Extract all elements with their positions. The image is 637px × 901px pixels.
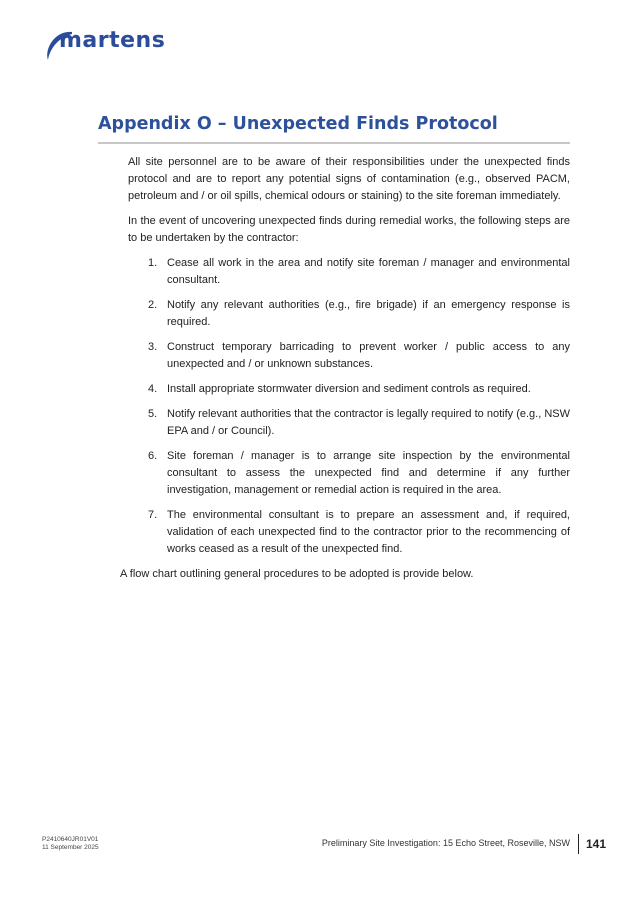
list-item: 3. Construct temporary barricading to pre…	[128, 339, 570, 373]
list-text: Site foreman / manager is to arrange sit…	[167, 450, 570, 496]
title-divider	[98, 142, 570, 144]
footer-reference: P2410640JR01V01 11 September 2025	[42, 836, 99, 852]
list-number: 7.	[148, 509, 158, 521]
list-number: 3.	[148, 341, 158, 353]
list-item: 6. Site foreman / manager is to arrange s…	[128, 448, 570, 499]
steps-list: 1. Cease all work in the area and notify …	[128, 255, 570, 558]
list-text: Notify any relevant authorities (e.g., f…	[167, 299, 570, 328]
list-number: 5.	[148, 408, 158, 420]
page-number: 141	[586, 837, 607, 851]
logo-text: martens	[59, 28, 166, 53]
list-number: 4.	[148, 383, 158, 395]
list-text: Notify relevant authorities that the con…	[167, 408, 570, 437]
list-text: Cease all work in the area and notify si…	[167, 257, 570, 286]
footer-document-title: Preliminary Site Investigation: 15 Echo …	[321, 838, 570, 848]
list-text: Construct temporary barricading to preve…	[167, 341, 570, 370]
list-item: 4. Install appropriate stormwater diversi…	[128, 381, 570, 398]
body-text: All site personnel are to be aware of th…	[120, 154, 570, 591]
paragraph: All site personnel are to be aware of th…	[128, 156, 570, 202]
list-item: 1. Cease all work in the area and notify …	[128, 255, 570, 289]
list-item: 7. The environmental consultant is to pre…	[128, 507, 570, 558]
logo-swoosh-icon	[47, 31, 72, 60]
list-number: 1.	[148, 257, 158, 269]
paragraph: In the event of uncovering unexpected fi…	[128, 215, 570, 244]
document-ref: P2410640JR01V01	[42, 836, 99, 843]
closing-paragraph: A flow chart outlining general procedure…	[120, 568, 474, 580]
list-text: Install appropriate stormwater diversion…	[167, 383, 531, 395]
list-item: 5. Notify relevant authorities that the c…	[128, 406, 570, 440]
footer-separator	[578, 834, 579, 854]
list-item: 2. Notify any relevant authorities (e.g.,…	[128, 297, 570, 331]
list-number: 2.	[148, 299, 158, 311]
page-title: Appendix O – Unexpected Finds Protocol	[98, 114, 498, 134]
list-number: 6.	[148, 450, 158, 462]
document-date: 11 September 2025	[42, 844, 99, 851]
martens-logo: martens	[42, 26, 166, 64]
list-text: The environmental consultant is to prepa…	[167, 509, 570, 555]
